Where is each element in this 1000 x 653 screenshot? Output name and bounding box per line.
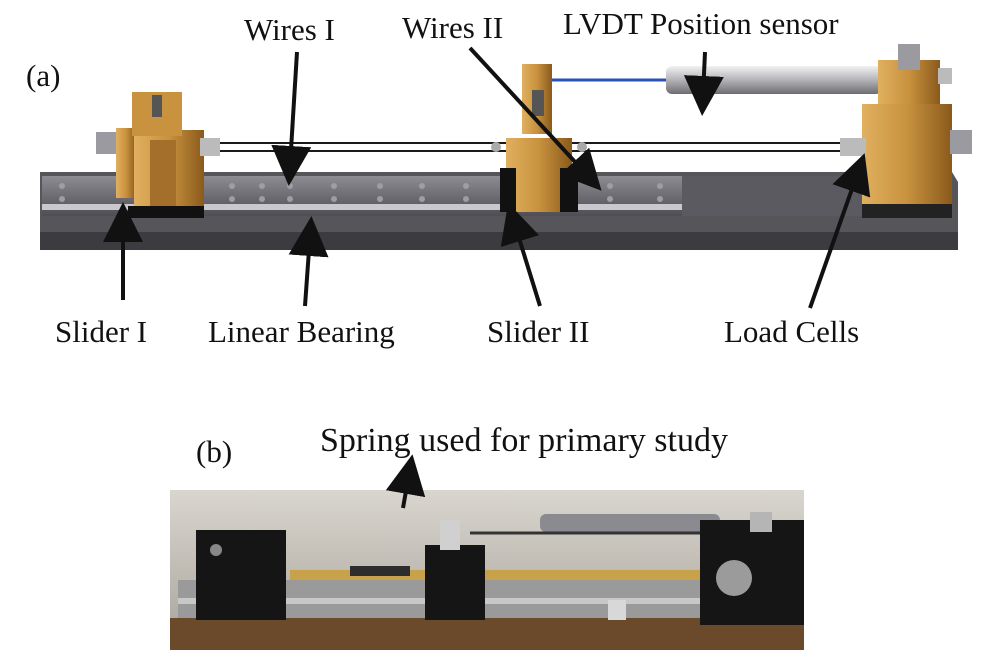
panel-a-drawing <box>40 44 972 250</box>
label-wires-2: Wires II <box>402 10 504 45</box>
label-slider-2: Slider II <box>487 314 590 349</box>
arrow-lvdt <box>683 51 724 116</box>
label-load-cells: Load Cells <box>724 314 860 349</box>
arrow-spring <box>385 454 426 509</box>
lvdt-tube <box>666 66 882 94</box>
panel-a-arrows <box>103 46 871 309</box>
arrow-load-cells <box>808 153 871 309</box>
base-plate-edge <box>40 232 958 250</box>
load-cell-block <box>840 44 972 218</box>
label-lvdt-sensor: LVDT Position sensor <box>563 6 839 41</box>
arrow-slider-2 <box>500 202 542 307</box>
label-spring: Spring used for primary study <box>320 422 728 459</box>
label-linear-bearing: Linear Bearing <box>208 314 395 349</box>
panel-b-photo <box>170 490 804 650</box>
slider-1-block <box>96 92 220 218</box>
panel-b-tag: (b) <box>196 434 233 469</box>
panel-a-tag: (a) <box>26 58 61 93</box>
arrow-wires-1 <box>271 51 312 186</box>
arrow-wires-2 <box>468 46 602 191</box>
label-slider-1: Slider I <box>55 314 148 349</box>
label-wires-1: Wires I <box>244 12 335 47</box>
arrow-linear-bearing <box>288 216 329 307</box>
